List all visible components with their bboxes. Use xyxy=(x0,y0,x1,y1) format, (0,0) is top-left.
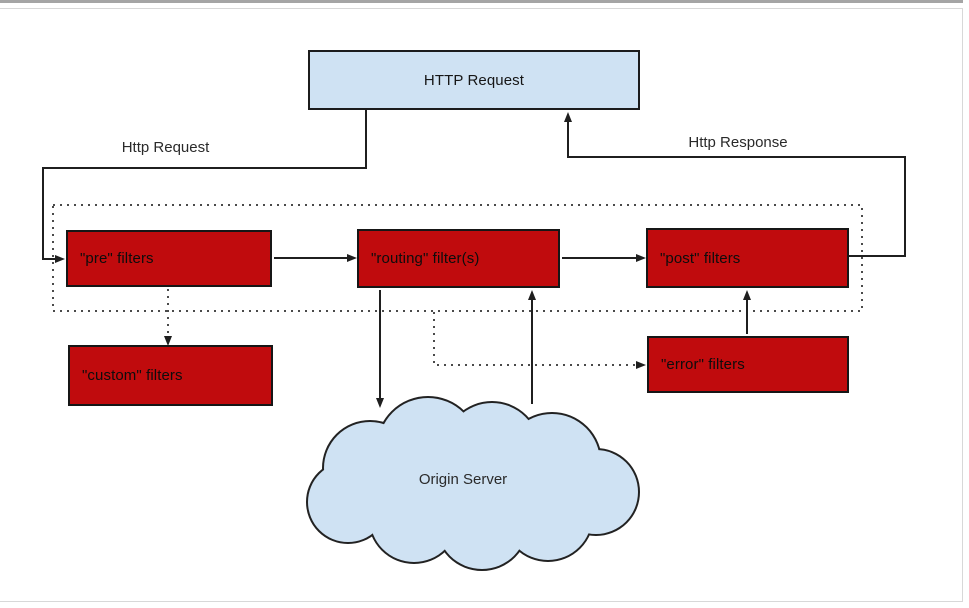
http-response-edge-label: Http Response xyxy=(688,134,788,151)
pre-filters-box: "pre" filters xyxy=(66,230,272,287)
origin-server-cloud xyxy=(306,396,640,571)
routing-filters-box: "routing" filter(s) xyxy=(357,229,560,288)
custom-filters-label: "custom" filters xyxy=(82,367,183,384)
http-request-box-label: HTTP Request xyxy=(423,71,525,89)
filter-chain-dotted-boundary xyxy=(52,204,863,312)
http-request-flow-arrow xyxy=(42,110,367,263)
custom-filters-box: "custom" filters xyxy=(68,345,273,406)
routing-filters-label: "routing" filter(s) xyxy=(371,250,480,267)
origin-server-label: Origin Server xyxy=(418,471,508,488)
error-filters-box: "error" filters xyxy=(647,336,849,393)
http-response-flow-arrow xyxy=(564,112,906,257)
pre-filters-label: "pre" filters xyxy=(80,250,154,267)
http-request-box: HTTP Request xyxy=(308,50,640,110)
post-filters-box: "post" filters xyxy=(646,228,849,288)
window-top-edge xyxy=(0,0,963,3)
error-filters-label: "error" filters xyxy=(661,356,745,373)
http-request-edge-label: Http Request xyxy=(121,139,210,156)
page-border xyxy=(0,8,963,602)
post-filters-label: "post" filters xyxy=(660,249,741,267)
chain-to-error-dotted-arrow xyxy=(433,312,646,369)
